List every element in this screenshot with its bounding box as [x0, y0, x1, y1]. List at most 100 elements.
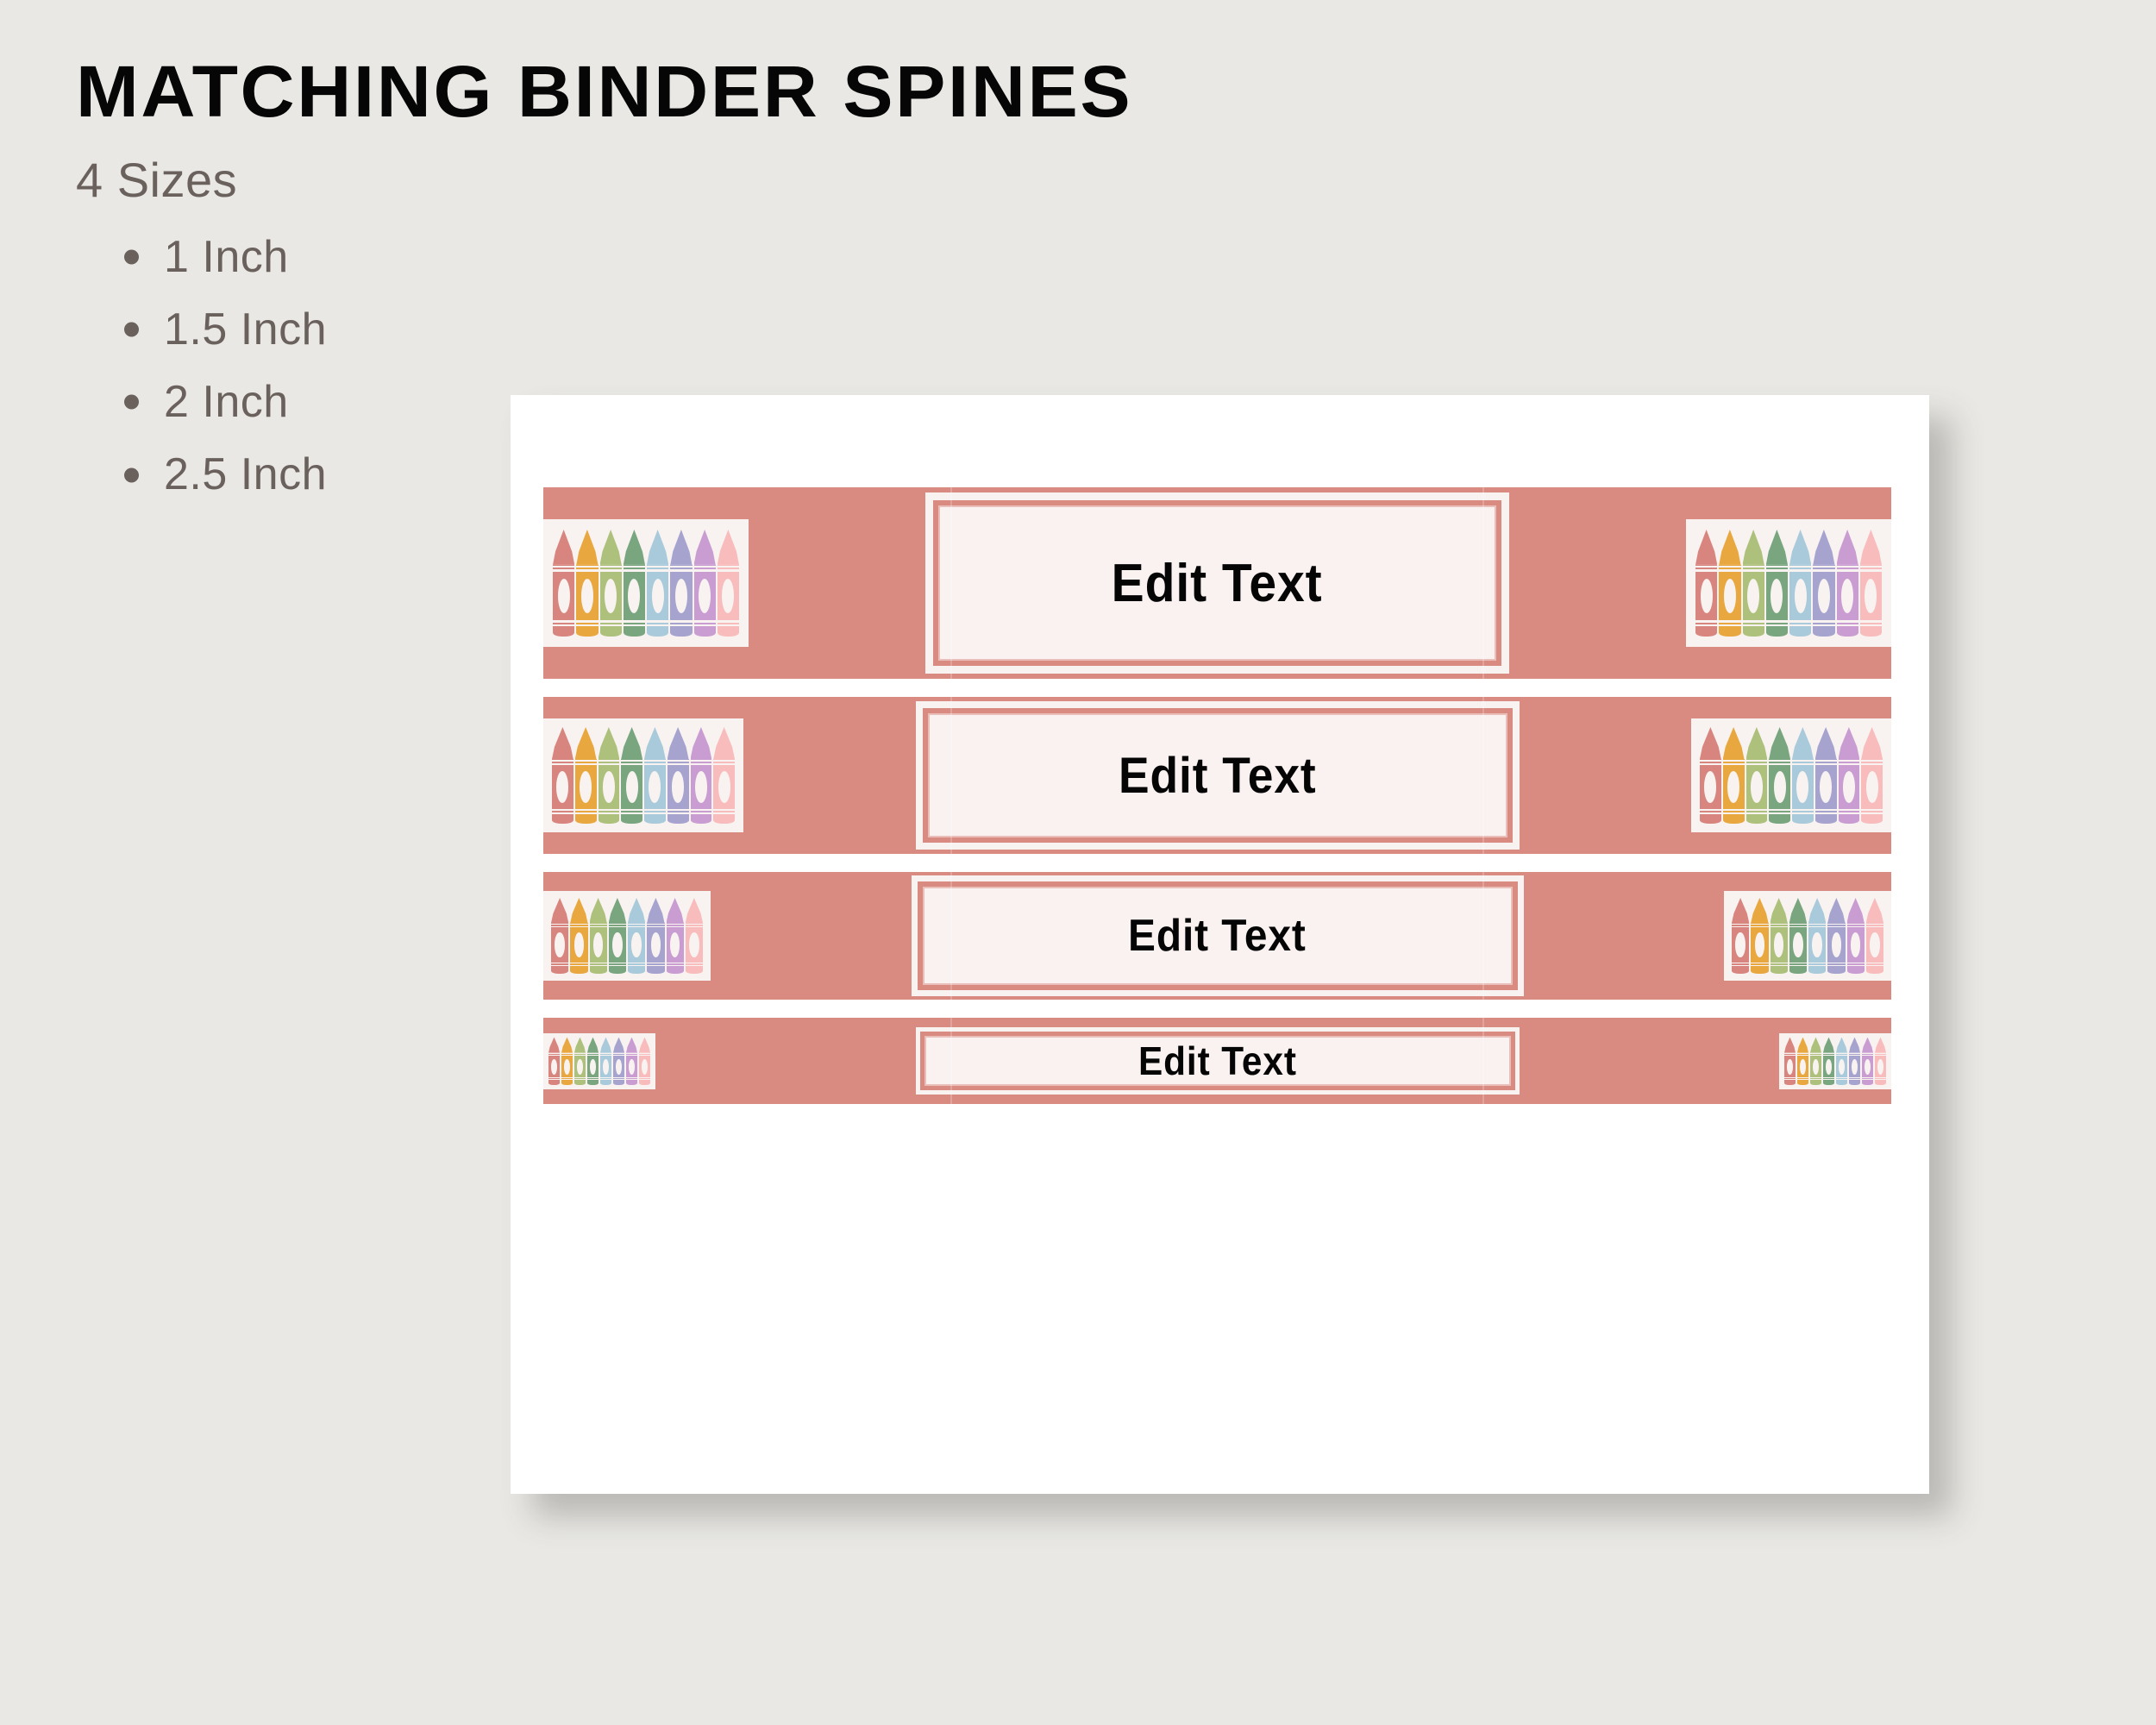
crayon-band-bottom: [647, 619, 669, 627]
crayon-tip: [1823, 1037, 1834, 1053]
crayon-periwinkle-icon: [647, 898, 665, 974]
crayon-band-top: [1813, 564, 1835, 573]
crayon-band-top: [553, 564, 575, 573]
crayon-band-bottom: [1849, 1076, 1860, 1081]
crayon-base: [1722, 814, 1745, 824]
crayon-body: [613, 1056, 624, 1077]
crayon-base: [1792, 814, 1814, 824]
crayon-body: [1875, 1056, 1886, 1077]
crayon-sky-blue-icon: [1836, 1037, 1847, 1085]
crayon-orchid-icon: [1836, 530, 1859, 637]
crayon-tip: [589, 898, 607, 924]
crayon-base: [1765, 626, 1788, 637]
crayon-band-bottom: [1797, 1076, 1808, 1081]
list-item: 2 Inch: [124, 366, 1542, 438]
crayon-body: [599, 572, 622, 620]
crayon-band-bottom: [628, 961, 646, 968]
crayon-tip: [613, 1037, 624, 1053]
crayon-body: [1769, 765, 1790, 809]
crayon-band-bottom: [1846, 961, 1865, 968]
crayon-body: [1792, 765, 1814, 809]
crayon-blush-pink-icon: [1861, 727, 1883, 824]
crayon-body: [1808, 928, 1827, 962]
crayon-band-bottom: [1875, 1076, 1886, 1081]
crayon-row: [1700, 727, 1883, 824]
label-field[interactable]: Edit Text: [938, 505, 1496, 661]
crayon-band-bottom: [1859, 619, 1883, 627]
crayon-band-top: [1810, 1052, 1821, 1057]
crayon-amber-icon: [570, 898, 588, 974]
crayon-band-top: [1789, 923, 1808, 929]
crayon-base: [667, 814, 689, 824]
crayon-band-bottom: [1784, 1076, 1796, 1081]
editable-label-box[interactable]: Edit Text: [925, 492, 1509, 674]
crayon-rose-icon: [551, 898, 569, 974]
crayon-band-bottom: [713, 808, 735, 815]
crayon-tip: [1695, 530, 1718, 565]
crayon-base: [685, 967, 703, 974]
crayon-band-top: [639, 1052, 650, 1057]
crayon-band-bottom: [621, 808, 642, 815]
binder-spine-1-inch[interactable]: Edit Text: [543, 487, 1891, 679]
crayon-tip: [1769, 727, 1790, 759]
crayon-band-bottom: [1719, 619, 1741, 627]
crayon-base: [1745, 814, 1768, 824]
crayon-base: [690, 814, 712, 824]
crayon-panel-left: [543, 519, 749, 647]
label-field[interactable]: Edit Text: [922, 887, 1513, 985]
crayon-band-top: [1792, 758, 1814, 766]
crayon-band-top: [647, 923, 665, 929]
binder-spine-2-inch[interactable]: Edit Text: [543, 872, 1891, 1000]
crayon-base: [1797, 1080, 1808, 1085]
crayon-band-bottom: [599, 619, 623, 627]
editable-label-box[interactable]: Edit Text: [915, 1027, 1520, 1095]
crayon-tip: [1797, 1037, 1808, 1053]
spine-divider-left: [950, 1018, 953, 1104]
crayon-body: [1827, 928, 1846, 962]
crayon-band-top: [666, 923, 685, 929]
crayon-base: [587, 1080, 599, 1085]
crayon-tip: [1700, 727, 1721, 759]
spine-divider-right: [1482, 697, 1484, 854]
crayon-body: [1751, 928, 1769, 962]
binder-spine-2-5-inch[interactable]: Edit Text: [543, 1018, 1891, 1104]
crayon-tip: [1808, 898, 1827, 924]
crayon-sage-green-icon: [621, 727, 642, 824]
crayon-band-top: [1827, 923, 1846, 929]
crayon-base: [1719, 626, 1741, 637]
label-field[interactable]: Edit Text: [924, 1036, 1511, 1086]
crayon-body: [1813, 572, 1835, 620]
label-frame: Edit Text: [919, 1032, 1515, 1090]
crayon-tip: [1789, 898, 1807, 924]
crayon-band-bottom: [667, 808, 689, 815]
crayon-periwinkle-icon: [670, 530, 693, 637]
crayon-band-top: [693, 564, 717, 573]
crayon-band-top: [589, 923, 608, 929]
editable-label-box[interactable]: Edit Text: [911, 875, 1524, 996]
crayon-band-top: [1836, 564, 1859, 573]
crayon-body: [587, 1056, 599, 1077]
sizes-heading: 4 Sizes: [76, 153, 238, 208]
label-field[interactable]: Edit Text: [927, 713, 1507, 837]
crayon-base: [613, 1080, 624, 1085]
crayon-sky-blue-icon: [600, 1037, 611, 1085]
crayon-tip: [1722, 727, 1745, 759]
crayon-band-bottom: [1827, 961, 1846, 968]
crayon-tip: [1765, 530, 1788, 565]
crayon-base: [600, 1080, 611, 1085]
crayon-lime-green-icon: [1742, 530, 1765, 637]
binder-spine-1-5-inch[interactable]: Edit Text: [543, 697, 1891, 854]
crayon-periwinkle-icon: [1813, 530, 1835, 637]
crayon-base: [1836, 626, 1858, 637]
crayon-body: [1789, 572, 1812, 620]
crayon-body: [1797, 1056, 1808, 1077]
crayon-band-top: [1862, 1052, 1873, 1057]
bullet-icon: [124, 394, 139, 410]
crayon-tip: [1875, 1037, 1886, 1053]
crayon-band-top: [1784, 1052, 1796, 1057]
editable-label-box[interactable]: Edit Text: [915, 701, 1520, 850]
crayon-body: [1719, 572, 1741, 620]
crayon-body: [1836, 572, 1858, 620]
sizes-list: 1 Inch 1.5 Inch 2 Inch 2.5 Inch: [76, 221, 1542, 511]
crayon-base: [1814, 814, 1837, 824]
